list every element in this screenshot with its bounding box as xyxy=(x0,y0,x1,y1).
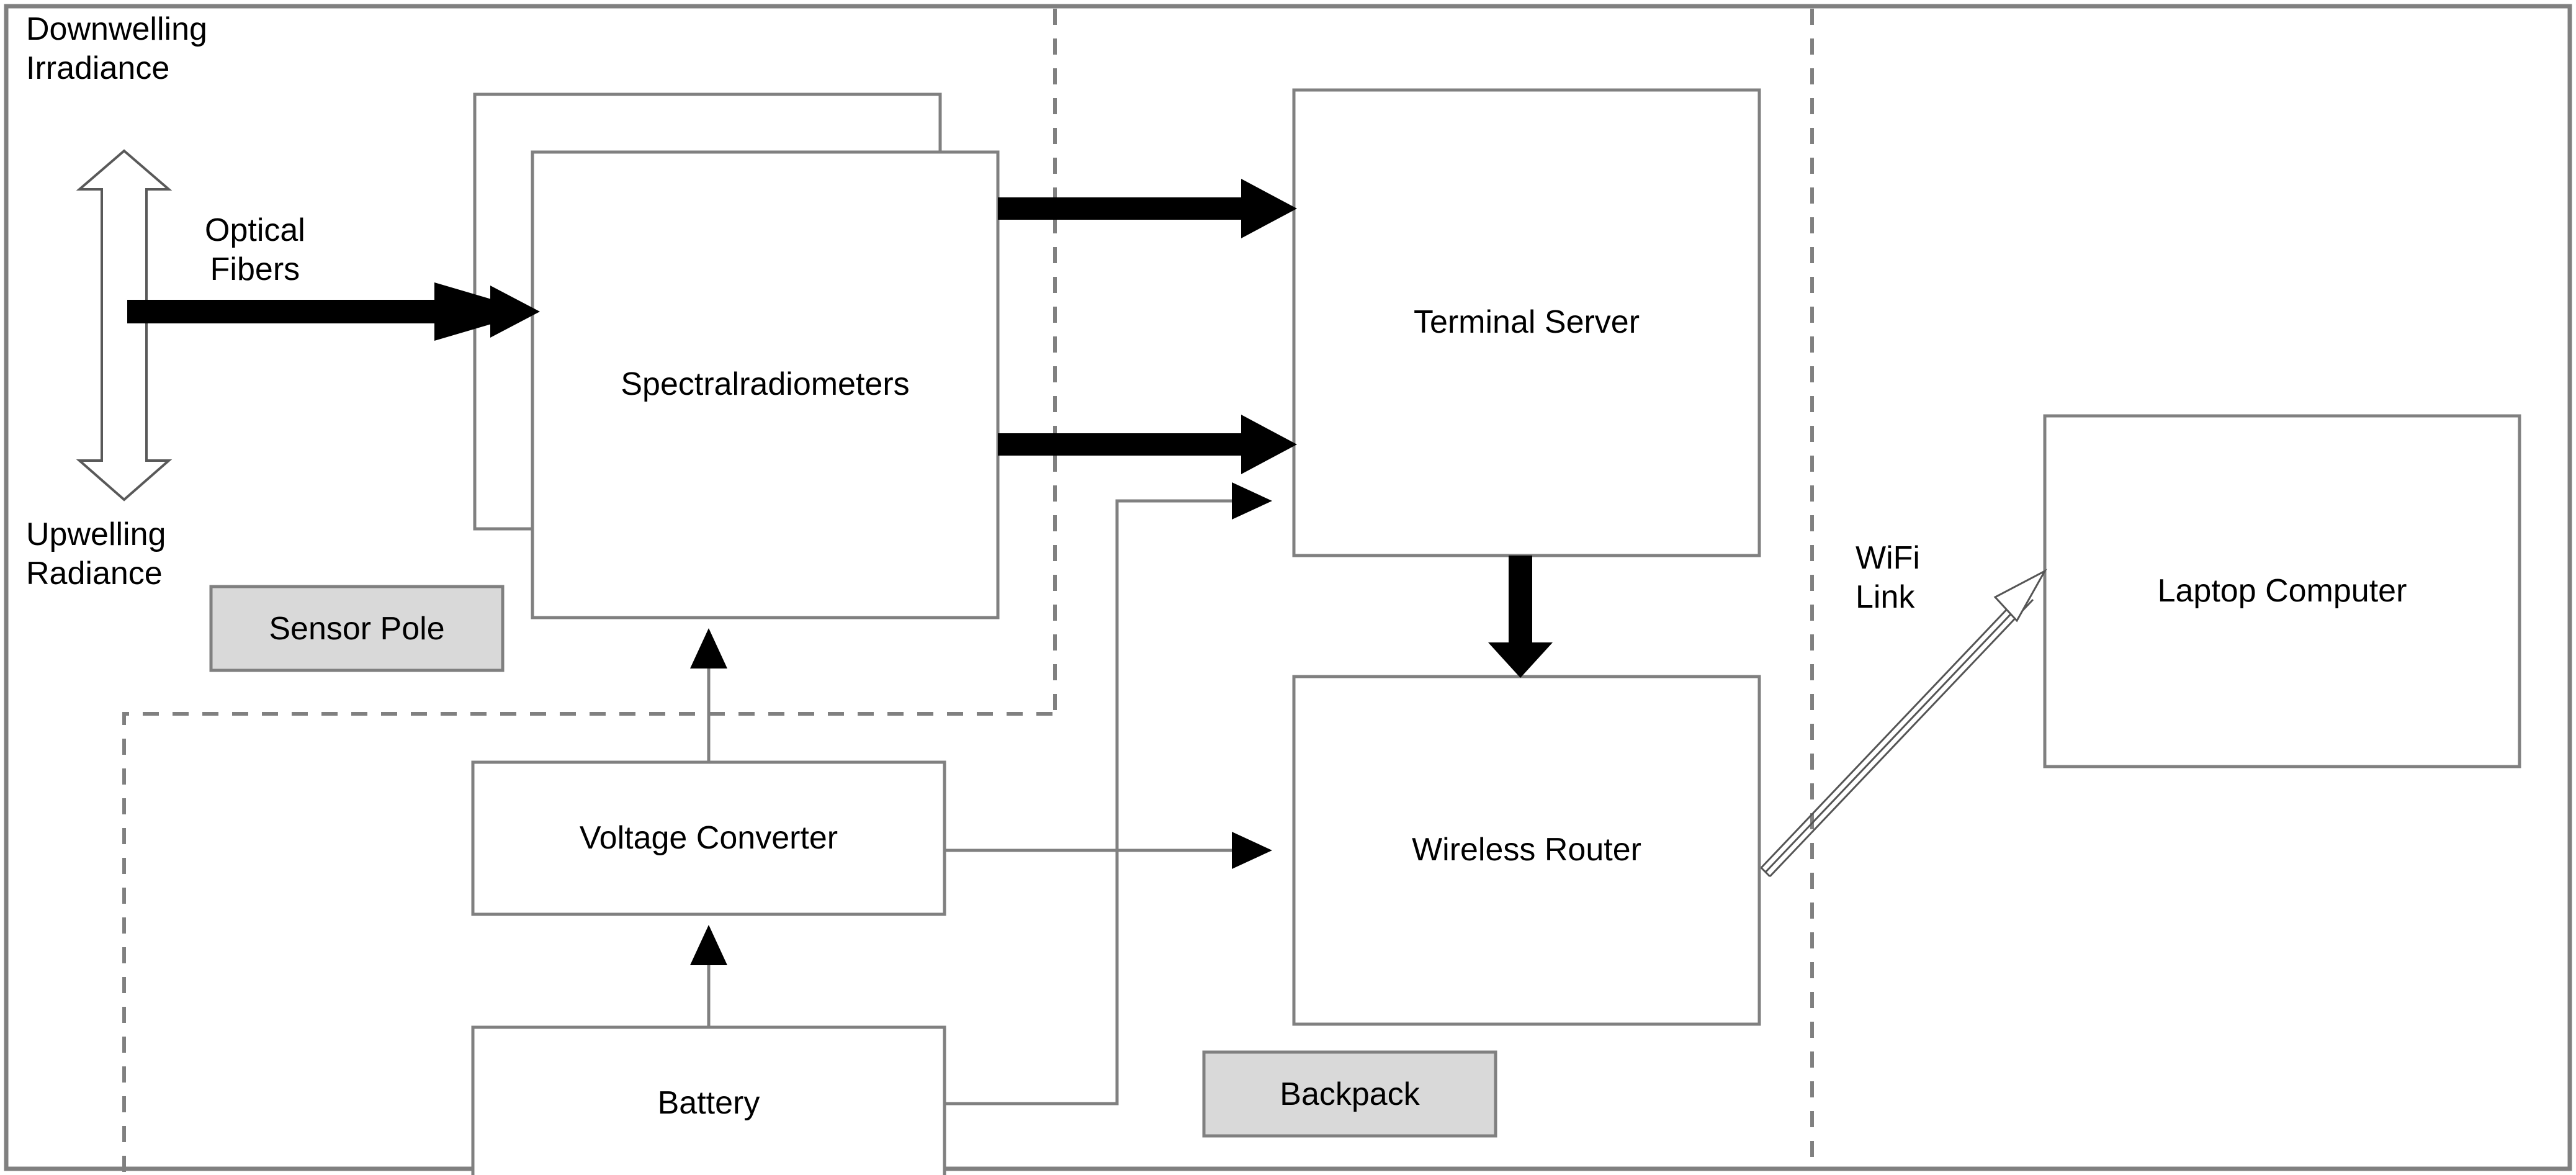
zone-label-backpack: Backpack xyxy=(1280,1076,1420,1112)
sensor-pole-chip xyxy=(209,585,505,672)
sensor-pole-boundary-dashed xyxy=(122,712,1055,1172)
wireless-router-to-laptop-wifi-arrow xyxy=(1760,569,2047,878)
annotation-downwelling-irradiance: Downwelling Irradiance xyxy=(26,11,207,87)
laptop-computer-box xyxy=(2043,414,2521,768)
battery-box xyxy=(471,1025,946,1175)
irradiance-radiance-double-arrow xyxy=(76,149,173,502)
annotation-optical-fibers: Optical Fibers xyxy=(205,212,305,288)
annotation-upwelling-radiance: Upwelling Radiance xyxy=(26,516,166,592)
backpack-chip xyxy=(1202,1050,1497,1138)
spectralradiometer-front-box xyxy=(531,150,1000,619)
zone-label-sensor-pole: Sensor Pole xyxy=(269,610,445,647)
spectralradiometers-to-terminal-server-arrow-2 xyxy=(998,415,1297,474)
wireless-router-box xyxy=(1292,675,1761,1026)
battery-to-terminal-server-line xyxy=(945,482,1272,1105)
voltage-converter-box xyxy=(471,760,946,916)
terminal-server-box xyxy=(1292,88,1761,557)
spectralradiometers-to-terminal-server-arrow-1 xyxy=(998,179,1297,238)
annotation-wifi-link: WiFi Link xyxy=(1856,540,1920,616)
terminal-server-to-wireless-router-arrow xyxy=(1488,556,1553,678)
optical-fibers-arrow xyxy=(127,282,540,341)
